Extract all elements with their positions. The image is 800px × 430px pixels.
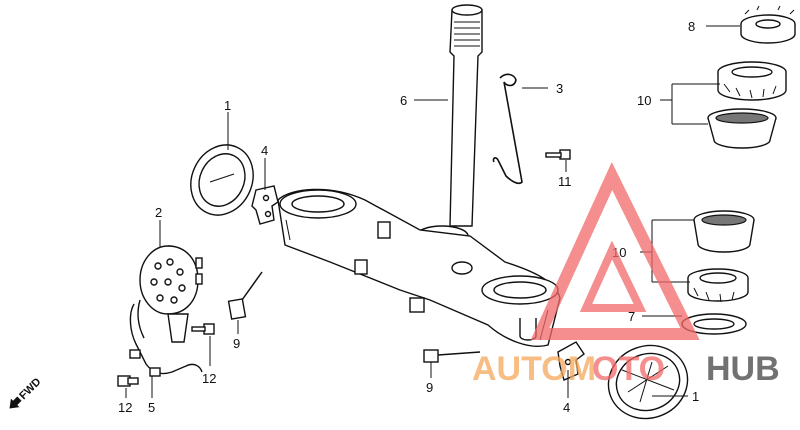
- callout-7: 7: [628, 309, 635, 324]
- callout-10-top: 10: [637, 93, 651, 108]
- callout-5: 5: [148, 400, 155, 415]
- watermark-logo: AUTOM OTO HUB: [472, 162, 780, 388]
- part-9-bolt-bottom: [423, 349, 481, 363]
- part-1-upper-cover: [190, 144, 254, 216]
- callout-4-top: 4: [261, 143, 268, 158]
- watermark-word-part3: HUB: [706, 350, 780, 388]
- part-3-wire-clip: [492, 73, 523, 185]
- fwd-label: FWD: [17, 376, 43, 402]
- part-9-bolt-left: [227, 271, 263, 320]
- part-4-upper-bracket: [251, 185, 279, 225]
- callout-1-bottom: 1: [692, 389, 699, 404]
- callout-9-left: 9: [233, 336, 240, 351]
- callout-11: 11: [558, 174, 572, 189]
- callout-9-bottom: 9: [426, 380, 433, 395]
- callout-1-top: 1: [224, 98, 231, 113]
- callout-8: 8: [688, 19, 695, 34]
- watermark-word-part2: OTO: [592, 350, 665, 388]
- fwd-arrow-icon: [9, 396, 22, 409]
- part-8-steering-nut: [740, 5, 796, 44]
- part-6-steering-stem: [415, 4, 483, 247]
- steering-stem-lower-bracket: [277, 188, 561, 347]
- part-4-lower-bracket: [557, 341, 585, 381]
- part-10-lower-race: [693, 210, 755, 253]
- watermark-triangle-icon: [530, 162, 700, 340]
- callout-labels: 8 10 6 3 11 1 4 2 9 12 5 12 10 7 9 4 1: [118, 19, 699, 415]
- callout-4-bottom: 4: [563, 400, 570, 415]
- part-10-upper-race: [707, 108, 777, 149]
- part-12-bolt-bottom: [117, 375, 139, 387]
- watermark-word-part1: AUTOM: [472, 350, 596, 388]
- part-12-bolt-mid: [191, 323, 215, 335]
- callout-2: 2: [155, 205, 162, 220]
- fwd-direction-indicator: FWD: [9, 376, 44, 409]
- part-7-dust-seal: [681, 313, 747, 335]
- callout-12-mid: 12: [202, 371, 216, 386]
- callout-6: 6: [400, 93, 407, 108]
- callout-3: 3: [556, 81, 563, 96]
- callout-12-bottom: 12: [118, 400, 132, 415]
- part-10-upper-bearing: [717, 61, 787, 101]
- part-10-lower-bearing: [687, 268, 749, 303]
- part-2-horn: [139, 245, 203, 343]
- part-5-wire-bracket: [129, 299, 203, 377]
- part-11-bolt: [545, 149, 571, 160]
